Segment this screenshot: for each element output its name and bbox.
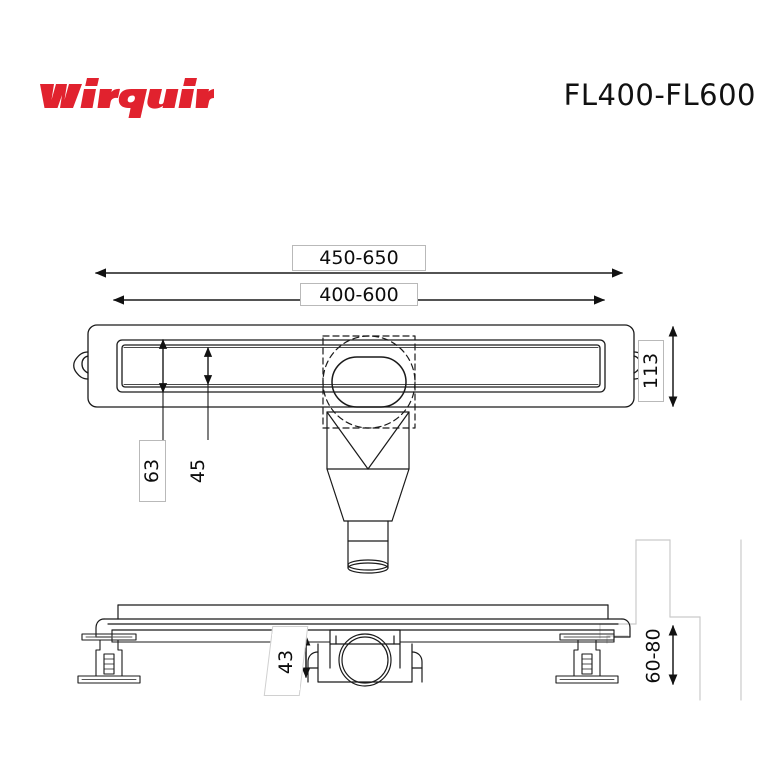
dimension-label-inner-width: 45 [185,440,212,502]
outlet-funnel [326,411,410,574]
dimension-label-inner-width-text: 45 [187,458,210,484]
top-view-channel [116,339,606,393]
dimension-label-trap-height: 43 [272,634,300,690]
top-view-channel-hatch [123,347,599,385]
drain-outlet-hidden-outline [322,335,416,429]
dimension-label-install-height: 60-80 [640,620,668,692]
adjustable-foot-right [555,633,619,684]
dimension-label-body-width: 63 [139,440,166,502]
section-body [111,629,615,643]
dimension-label-end-height-text: 113 [640,352,663,390]
dimension-label-trap-height-text: 43 [275,649,297,675]
dimension-label-channel-length: 400-600 [300,283,418,306]
wirquin-logo [34,74,214,118]
dimension-label-body-width-text: 63 [141,458,164,484]
adjustable-foot-left [77,633,141,684]
dimension-label-end-height: 113 [638,340,664,402]
section-trap [307,629,423,687]
drain-outlet-oval [331,356,407,408]
page-title: FL400-FL600 [563,78,756,112]
dimension-label-install-height-text: 60-80 [643,628,665,684]
construction-lines [599,539,742,701]
dimension-label-overall-length: 450-650 [292,245,426,271]
top-view-body [73,324,649,408]
section-grate [95,604,631,638]
